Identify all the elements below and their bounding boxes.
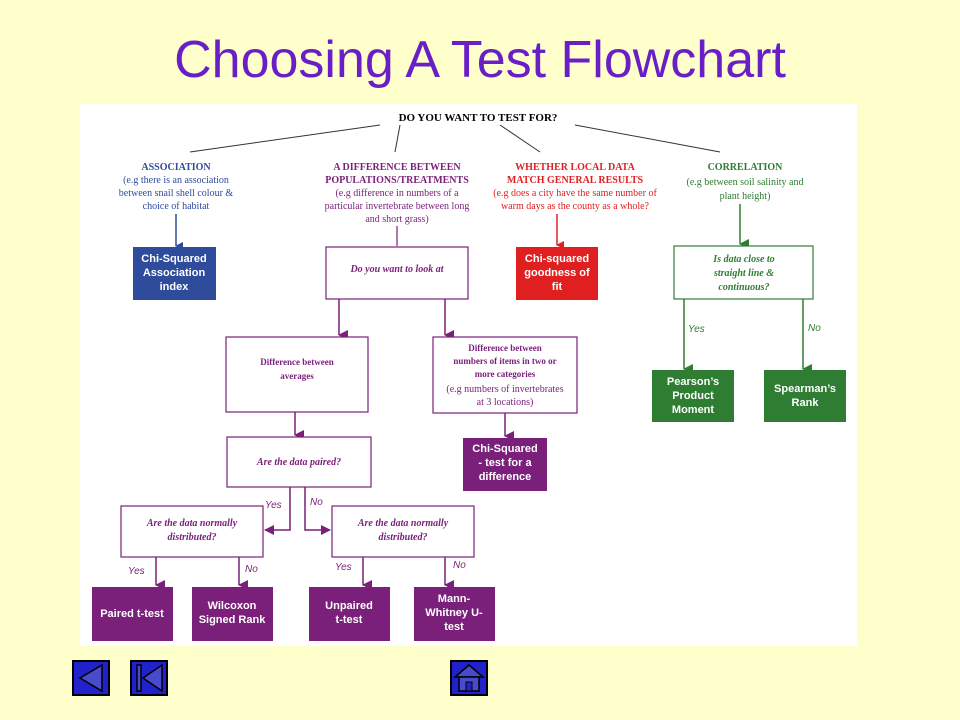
chi-gof-box [516,247,598,300]
close-line-box [673,245,814,300]
normal-right-line-1: Are the data normally [357,518,449,529]
diff-counts-line-2: numbers of items in two or [453,356,556,366]
diff-averages-line-1: Difference between [260,357,334,367]
paired-yes-label: Yes [265,500,282,511]
paired-question-box [226,436,372,488]
pearson-line-1: Pearson’s [667,376,719,388]
look-at-text: Do you want to look at [349,264,444,275]
difference-note-3: and short grass) [365,214,428,225]
chi-gof-line-3: fit [552,281,563,293]
pearson-line-3: Moment [672,404,715,416]
home-button[interactable] [450,660,488,696]
chi-gof-line-1: Chi-squared [525,253,589,265]
normal-left-line-2: distributed? [168,532,217,543]
association-note-2: between snail shell colour & [119,188,234,199]
chi-diff-line-2: - test for a [478,457,532,469]
local-note-1: (e.g does a city have the same number of [493,188,657,199]
spearman-box [764,370,846,422]
diff-counts-line-1: Difference between [468,343,542,353]
association-note-3: choice of habitat [143,201,210,212]
difference-heading-2: POPULATIONS/TREATMENTS [325,175,469,186]
diff-averages-line-2: averages [280,371,314,381]
diff-averages-box [225,336,369,413]
correlation-note-2: plant height) [720,191,771,202]
look-at-box [325,246,469,300]
mann-whitney-box [414,587,495,641]
paired-yes-arrow [264,487,291,535]
local-note-2: warm days as the county as a whole? [501,201,650,212]
normal-left-box [120,505,264,558]
root-to-local [499,124,541,153]
normal-left-yes-label: Yes [128,566,145,577]
difference-note-2: particular invertebrate between long [325,201,470,212]
normal-right-yes-label: Yes [335,562,352,573]
chi-diff-box [463,438,547,491]
chi-diff-line-3: difference [479,471,532,483]
slide-title: Choosing A Test Flowchart [174,31,786,89]
difference-note-1: (e.g difference in numbers of a [335,188,459,199]
correlation-heading: CORRELATION [708,162,784,173]
diff-counts-box [432,336,578,414]
paired-question-text: Are the data paired? [256,457,341,468]
close-line-1: Is data close to [712,254,774,265]
pearson-line-2: Product [672,390,714,402]
wilcoxon-line-2: Signed Rank [199,614,267,626]
diff-counts-line-4: (e.g numbers of invertebrates [446,384,563,395]
diff-counts-line-3: more categories [475,369,536,379]
paired-t-text: Paired t-test [100,608,164,620]
correlation-note-1: (e.g between soil salinity and [687,177,804,188]
spearman-line-1: Spearman’s [774,383,836,395]
mann-whitney-line-1: Mann- [438,593,471,605]
normal-left-line-1: Are the data normally [146,518,238,529]
close-line-no-label: No [808,323,821,334]
chi-assoc-line-3: index [160,281,190,293]
flowchart-svg: DO YOU WANT TO TEST FOR? ASSOCIATION (e.… [92,112,846,641]
paired-no-arrow [304,487,331,535]
flowchart: DO YOU WANT TO TEST FOR? ASSOCIATION (e.… [80,104,857,646]
first-slide-icon [136,663,163,693]
close-line-2: straight line & [713,268,774,279]
first-slide-button[interactable] [130,660,168,696]
wilcoxon-line-1: Wilcoxon [208,600,257,612]
unpaired-t-line-1: Unpaired [325,600,373,612]
normal-right-no-label: No [453,560,466,571]
chi-assoc-line-1: Chi-Squared [141,253,206,265]
spearman-line-2: Rank [792,397,820,409]
unpaired-t-box [309,587,390,641]
normal-left-no-label: No [245,564,258,575]
normal-right-line-2: distributed? [379,532,428,543]
home-icon [452,664,486,692]
mann-whitney-line-2: Whitney U- [425,607,483,619]
association-note-1: (e.g there is an association [123,175,229,186]
difference-heading-1: A DIFFERENCE BETWEEN [333,162,461,173]
chi-diff-line-1: Chi-Squared [472,443,537,455]
diff-counts-line-5: at 3 locations) [477,397,534,408]
chi-assoc-line-2: Association [143,267,206,279]
root-to-correlation [574,124,721,153]
association-heading: ASSOCIATION [141,162,211,173]
paired-no-label: No [310,497,323,508]
local-heading-1: WHETHER LOCAL DATA [515,162,635,173]
chi-gof-line-2: goodness of [524,267,590,279]
close-line-yes-label: Yes [688,324,705,335]
root-to-association [189,124,381,153]
back-button[interactable] [72,660,110,696]
unpaired-t-line-2: t-test [336,614,363,626]
mann-whitney-line-3: test [444,621,464,633]
pearson-box [652,370,734,422]
root-to-difference [394,124,401,153]
paired-t-box [92,587,173,641]
local-heading-2: MATCH GENERAL RESULTS [507,175,644,186]
close-line-3: continuous? [718,282,769,293]
wilcoxon-box [192,587,273,641]
back-arrow-icon [78,663,103,693]
chi-assoc-box [133,247,216,300]
root-question: DO YOU WANT TO TEST FOR? [399,112,558,124]
normal-right-box [331,505,475,558]
